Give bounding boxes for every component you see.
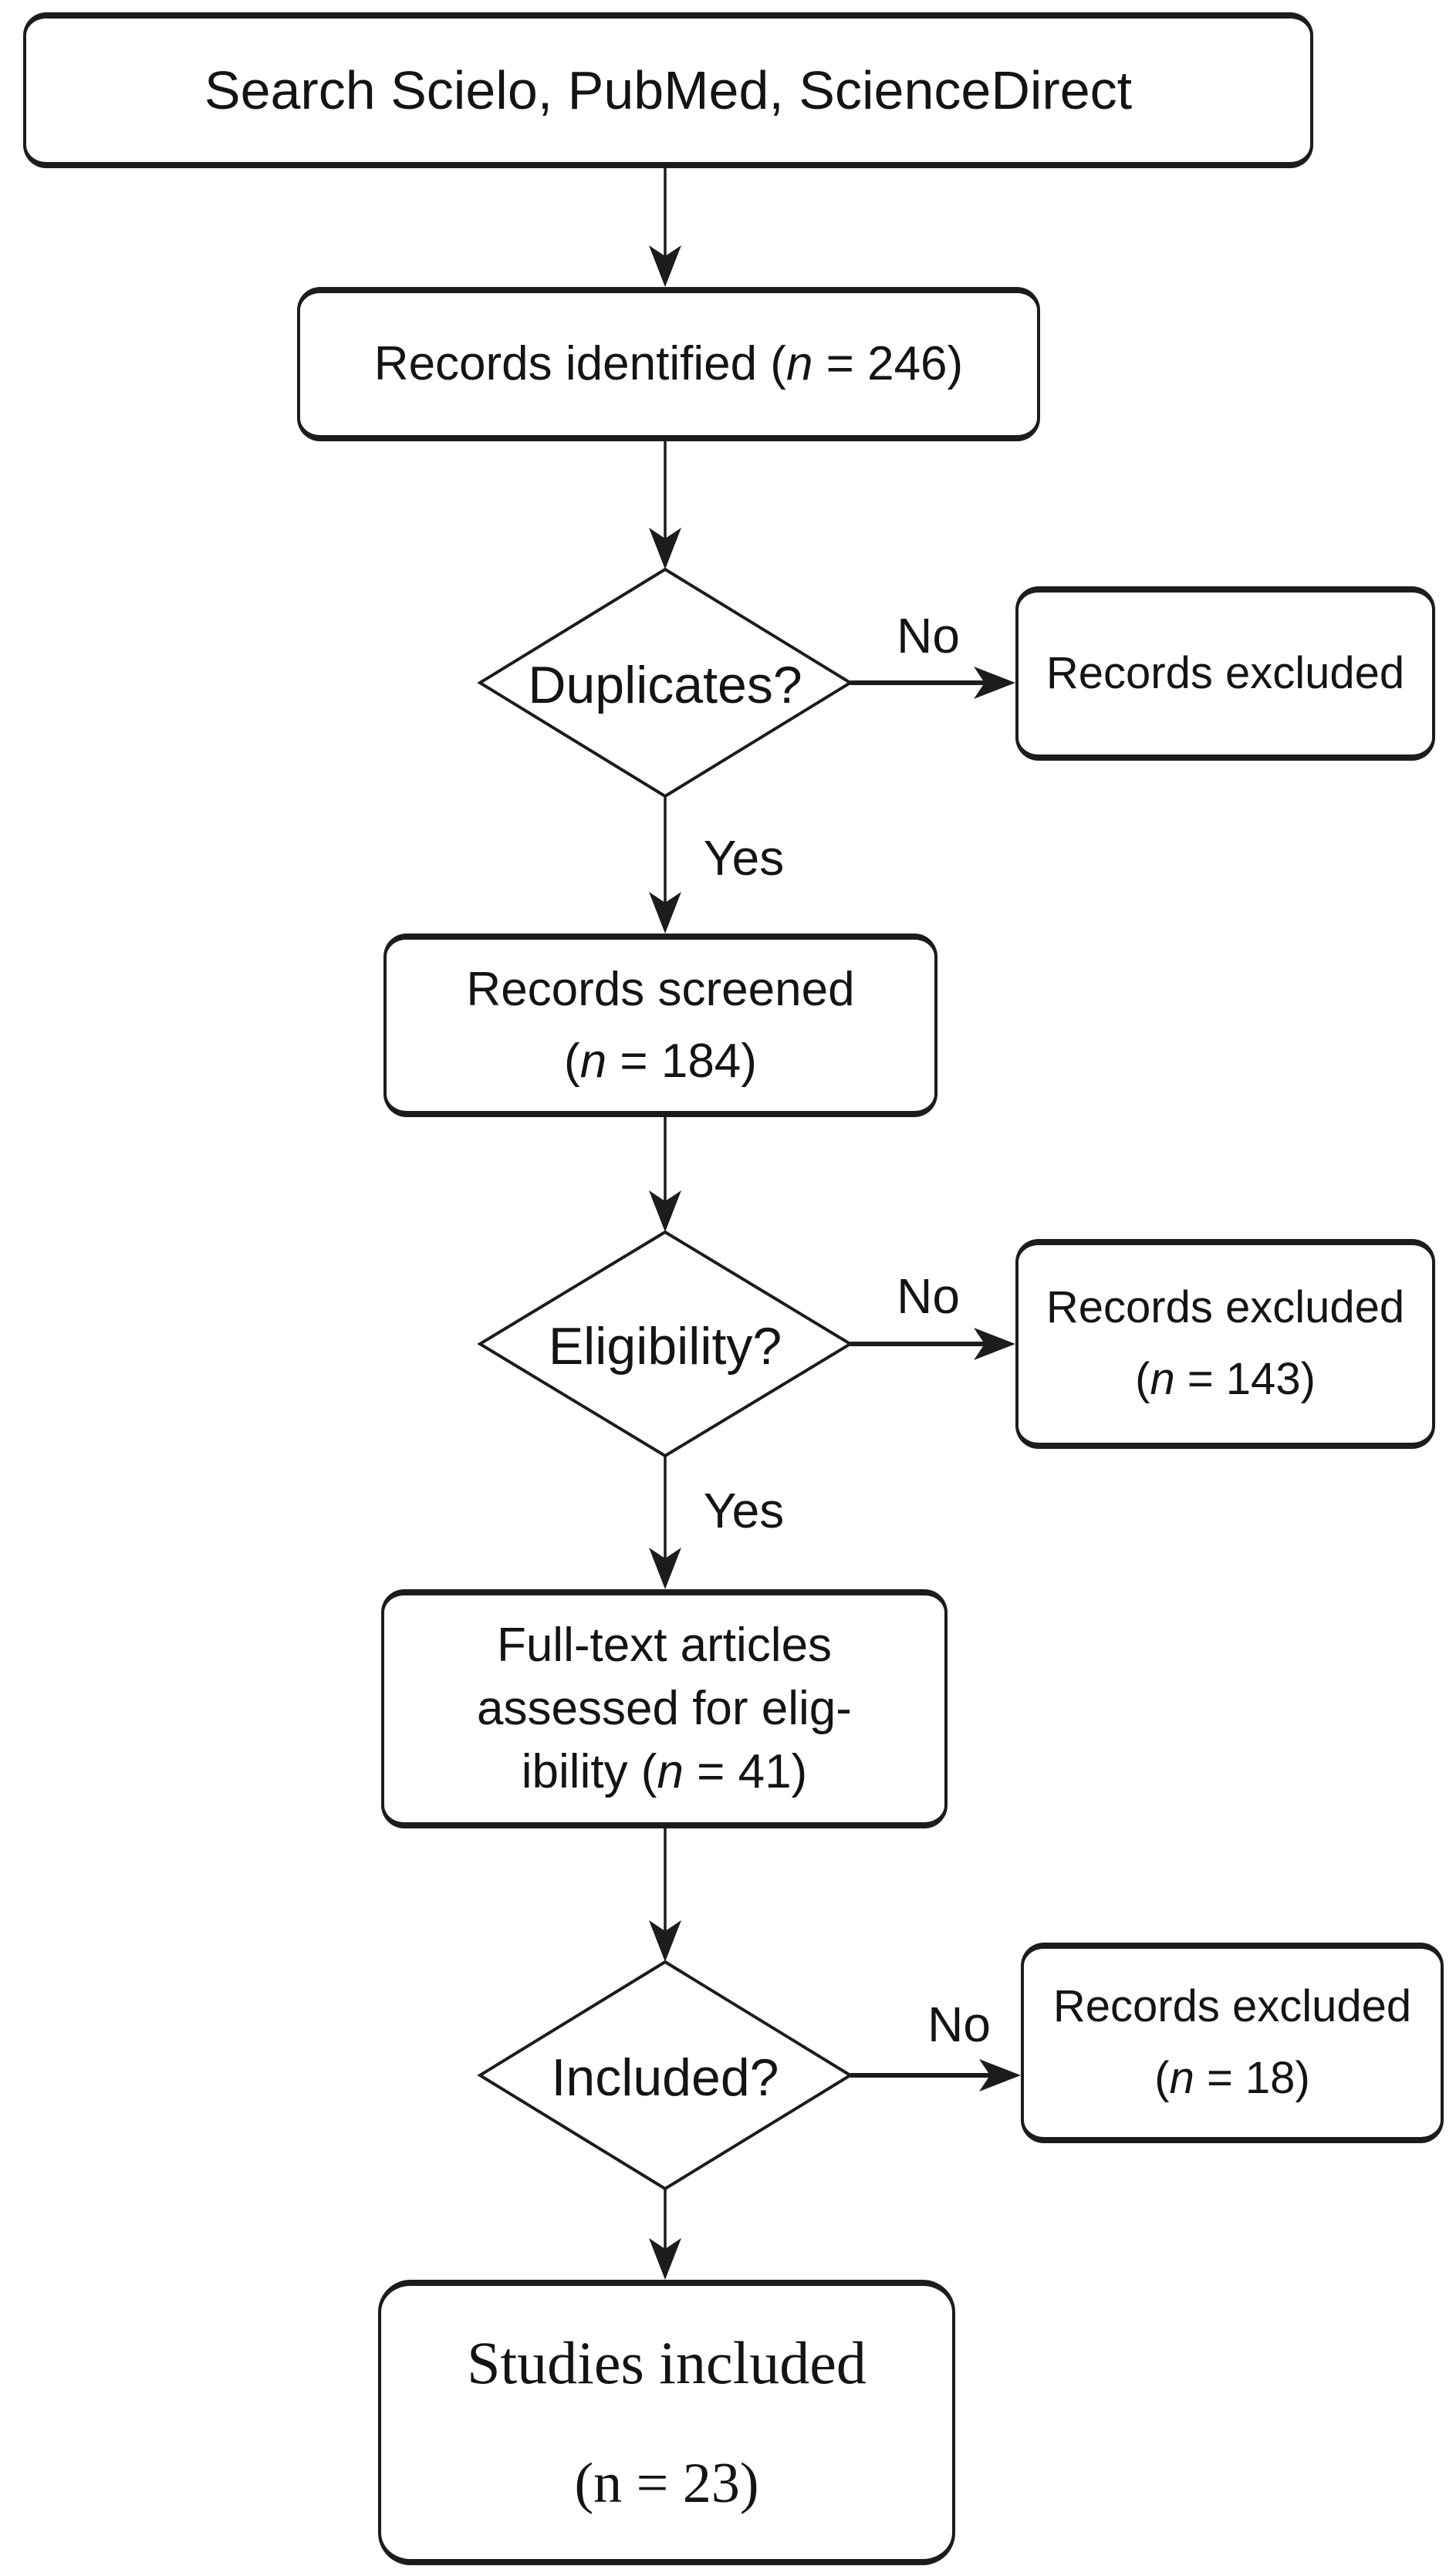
search-sources-text: Search Scielo, PubMed, ScienceDirect <box>204 59 1133 120</box>
records-excluded-count: (n = 143) <box>1135 1354 1316 1404</box>
n-variable: n <box>579 1035 607 1088</box>
decision-included-label: Included? <box>551 2048 779 2107</box>
edge-label-duplicates-no: No <box>897 608 960 663</box>
process-box-records-screened: Records screened (n = 184) <box>383 934 937 1117</box>
decision-eligibility-shape <box>477 1230 853 1458</box>
process-box-fulltext-assessed: Full-text articles assessed for elig- ib… <box>381 1589 948 1828</box>
arrowhead-eligibility-yes-icon <box>649 1548 681 1589</box>
records-excluded-text: Records excluded <box>1046 1282 1405 1333</box>
arrowhead-eligibility-no-icon <box>974 1328 1015 1360</box>
records-identified-text: Records identified (n = 246) <box>373 337 964 391</box>
fulltext-line2: assessed for elig- <box>477 1682 852 1736</box>
studies-included-count: (n = 23) <box>574 2451 759 2515</box>
edge-label-eligibility-yes: Yes <box>703 1483 785 1538</box>
arrowhead-screened-to-eligibility-icon <box>649 1190 681 1232</box>
decision-duplicates-shape <box>477 567 853 798</box>
arrowhead-fulltext-to-included-icon <box>649 1920 681 1962</box>
box-records-excluded-included: Records excluded (n = 18) <box>1021 1943 1444 2143</box>
process-box-records-identified: Records identified (n = 246) <box>297 287 1040 441</box>
fulltext-line1: Full-text articles <box>496 1619 833 1673</box>
process-box-search: Search Scielo, PubMed, ScienceDirect <box>23 12 1313 168</box>
process-box-studies-included: Studies included (n = 23) <box>378 2280 955 2565</box>
arrowhead-duplicates-yes-icon <box>649 892 681 934</box>
arrowhead-identified-to-duplicates-icon <box>649 528 681 569</box>
records-screened-text: Records screened <box>466 963 855 1016</box>
arrowhead-included-yes-icon <box>649 2238 681 2280</box>
studies-included-text: Studies included <box>467 2328 867 2396</box>
records-excluded-text: Records excluded <box>1046 647 1405 698</box>
n-variable: n <box>1169 2053 1194 2103</box>
box-records-excluded-duplicates: Records excluded <box>1015 586 1435 761</box>
n-variable: n <box>1150 1354 1175 1404</box>
decision-eligibility-label: Eligibility? <box>548 1317 782 1376</box>
edge-label-included-no: No <box>927 1997 991 2052</box>
edge-label-eligibility-no: No <box>897 1268 960 1324</box>
records-excluded-count: (n = 18) <box>1154 2053 1310 2103</box>
box-records-excluded-eligibility: Records excluded (n = 143) <box>1015 1239 1435 1449</box>
records-excluded-text: Records excluded <box>1052 1981 1412 2032</box>
fulltext-line3: ibility (n = 41) <box>521 1744 808 1798</box>
n-variable: n <box>785 337 813 391</box>
arrowhead-search-to-identified-icon <box>649 245 681 287</box>
decision-included-shape <box>477 1960 853 2191</box>
arrowhead-included-no-icon <box>979 2059 1021 2092</box>
n-variable: n <box>657 1744 684 1798</box>
decision-duplicates-label: Duplicates? <box>528 656 802 714</box>
records-screened-count: (n = 184) <box>564 1035 757 1088</box>
arrowhead-duplicates-no-icon <box>974 667 1015 699</box>
edge-label-duplicates-yes: Yes <box>703 830 785 886</box>
